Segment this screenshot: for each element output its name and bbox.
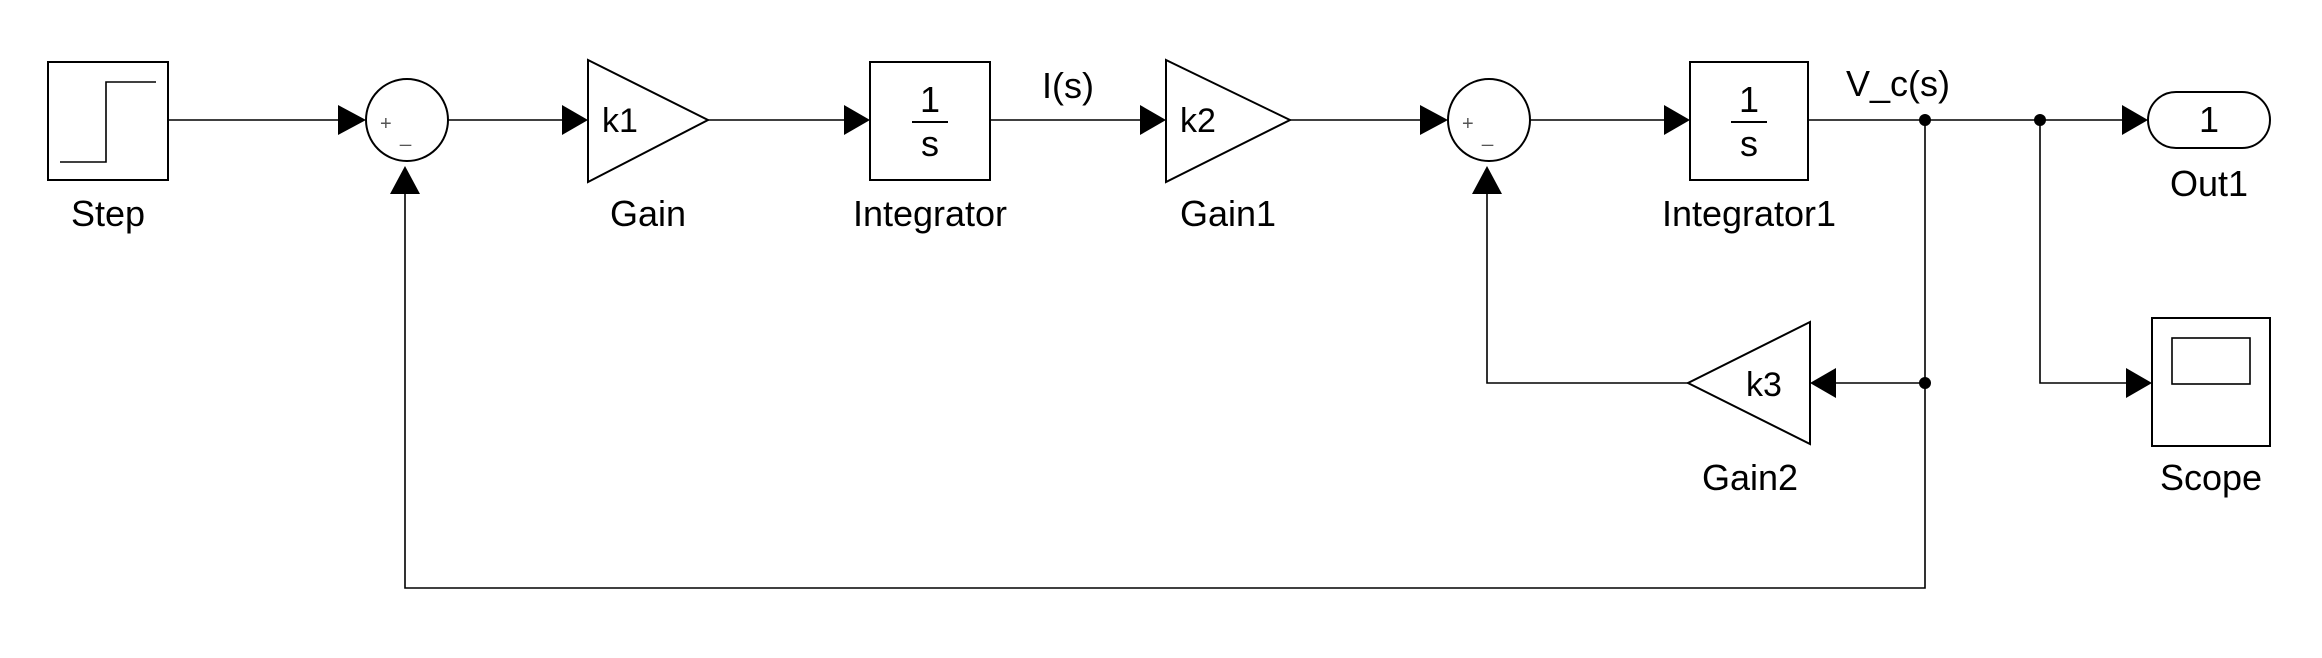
gain2-value: k3 — [1746, 366, 1782, 404]
gain-block[interactable]: k1 Gain — [587, 58, 711, 234]
sum2-body[interactable] — [1447, 78, 1531, 162]
signal-label-i-s: I(s) — [1042, 65, 1094, 106]
sum1-body[interactable] — [365, 78, 449, 162]
branch-dot-gain2 — [1919, 377, 1931, 389]
integrator1-numerator: 1 — [1739, 79, 1759, 120]
arrow-into-sum1-feedback — [390, 166, 420, 194]
integrator-numerator: 1 — [920, 79, 940, 120]
arrow-into-sum2-feedback — [1472, 166, 1502, 194]
gain-body[interactable] — [587, 58, 711, 184]
gain2-block[interactable]: k3 Gain2 — [1685, 320, 1811, 498]
step-block[interactable]: Step — [47, 61, 169, 234]
gain1-body[interactable] — [1165, 58, 1293, 184]
sum2-block[interactable]: + _ — [1447, 78, 1531, 162]
gain-value: k1 — [602, 102, 638, 140]
step-label: Step — [71, 193, 145, 234]
arrow-into-gain2 — [1810, 368, 1836, 398]
gain2-body[interactable] — [1685, 320, 1811, 446]
integrator-label: Integrator — [853, 193, 1007, 234]
gain1-block[interactable]: k2 Gain1 — [1165, 58, 1293, 234]
sum1-block[interactable]: + _ — [365, 78, 449, 162]
wire-inner-feedback — [1486, 194, 1688, 384]
out1-label: Out1 — [2170, 163, 2248, 204]
integrator-body[interactable] — [869, 61, 991, 181]
integrator1-denominator: s — [1740, 123, 1758, 164]
integrator-block[interactable]: 1 s Integrator — [853, 61, 1007, 234]
out1-port-number: 1 — [2199, 99, 2219, 140]
sum2-plus-sign: + — [1462, 113, 1474, 135]
arrow-into-sum2 — [1420, 105, 1448, 135]
arrow-into-gain — [562, 105, 588, 135]
integrator-denominator: s — [921, 123, 939, 164]
sum1-plus-sign: + — [380, 113, 392, 135]
wire-outer-feedback — [404, 120, 1926, 589]
integrator1-label: Integrator1 — [1662, 193, 1836, 234]
gain1-label: Gain1 — [1180, 193, 1276, 234]
arrow-into-integrator — [844, 105, 870, 135]
sum2-minus-sign: _ — [1481, 125, 1494, 147]
arrow-into-gain1 — [1140, 105, 1166, 135]
out1-block[interactable]: 1 Out1 — [2147, 91, 2271, 204]
branch-dot-scope — [2034, 114, 2046, 126]
arrow-into-sum1 — [338, 105, 366, 135]
sum1-minus-sign: _ — [399, 125, 412, 147]
branch-points — [1919, 114, 2046, 389]
wire-to-scope — [2039, 120, 2126, 384]
gain-label: Gain — [610, 193, 686, 234]
scope-screen-icon — [2171, 337, 2251, 385]
out1-body[interactable] — [2147, 91, 2271, 149]
arrow-into-out1 — [2122, 105, 2148, 135]
integrator1-block[interactable]: 1 s Integrator1 — [1662, 61, 1836, 234]
wires — [168, 119, 2126, 589]
branch-dot-vc — [1919, 114, 1931, 126]
gain1-value: k2 — [1180, 102, 1216, 140]
arrowheads — [338, 105, 2152, 398]
signal-label-vc-s: V_c(s) — [1846, 63, 1950, 104]
scope-block[interactable]: Scope — [2151, 317, 2271, 498]
arrow-into-integrator1 — [1664, 105, 1690, 135]
scope-label: Scope — [2160, 457, 2262, 498]
gain2-label: Gain2 — [1702, 457, 1798, 498]
step-icon — [60, 81, 156, 163]
arrow-into-scope — [2126, 368, 2152, 398]
